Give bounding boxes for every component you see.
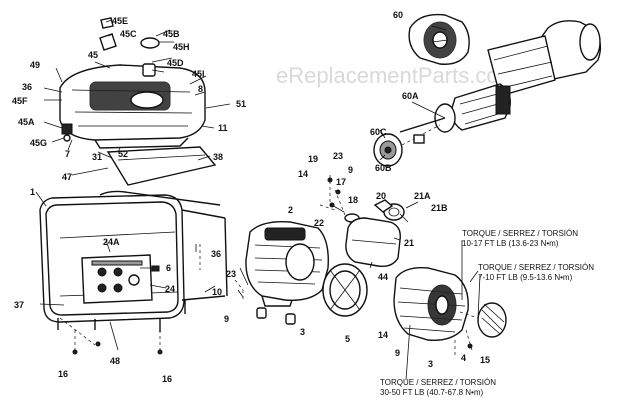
- label-15: 15: [480, 355, 490, 365]
- label-45e: 45E: [112, 16, 128, 26]
- torque-note-1-line1: TORQUE / SERREZ / TORSIÓN: [462, 229, 578, 238]
- label-31: 31: [92, 152, 102, 162]
- label-3: 3: [300, 327, 305, 337]
- label-51: 51: [236, 99, 246, 109]
- torque-note-3-line1: TORQUE / SERREZ / TORSIÓN: [380, 378, 496, 387]
- label-21a: 21A: [414, 191, 431, 201]
- heat-shield: [106, 146, 217, 186]
- torque-note-2: TORQUE / SERREZ / TORSIÓN 7-10 FT LB (9.…: [478, 263, 594, 282]
- torque-note-3: TORQUE / SERREZ / TORSIÓN 30-50 FT LB (4…: [380, 378, 496, 397]
- label-45g: 45G: [30, 138, 47, 148]
- label-17: 17: [336, 177, 346, 187]
- label-38: 38: [213, 152, 223, 162]
- stator: [408, 13, 470, 65]
- label-45c: 45C: [120, 29, 137, 39]
- label-45f: 45F: [12, 96, 28, 106]
- torque-note-2-line1: TORQUE / SERREZ / TORSIÓN: [478, 263, 594, 272]
- label-22: 22: [314, 218, 324, 228]
- alternator: [393, 267, 469, 341]
- label-60: 60: [393, 10, 403, 20]
- rotor-bearing-end: [399, 103, 456, 133]
- label-45: 45: [88, 50, 98, 60]
- label-48: 48: [110, 356, 120, 366]
- label-16b: 16: [162, 374, 172, 384]
- watermark: eReplacementParts.com: [276, 63, 517, 88]
- label-60c: 60C: [370, 127, 387, 137]
- frame-bolts: [59, 244, 201, 352]
- engine-mounts: [234, 279, 296, 325]
- label-45h: 45H: [173, 42, 190, 52]
- frame: [39, 190, 228, 323]
- part-labels: 45E 45C 45B 45H 45 45D 45I 8 49 36 45F 5…: [12, 10, 490, 384]
- fan-housing: [322, 263, 368, 317]
- label-21: 21: [404, 238, 414, 248]
- leader-lines: [35, 19, 481, 381]
- label-44: 44: [378, 272, 388, 282]
- label-24a: 24A: [103, 237, 120, 247]
- rotor-housing: [487, 20, 602, 97]
- label-49: 49: [30, 60, 40, 70]
- frame-feet: [57, 300, 186, 355]
- label-60a: 60A: [402, 91, 419, 101]
- alternator-bolts: [454, 329, 473, 355]
- label-18: 18: [348, 195, 358, 205]
- label-1: 1: [30, 187, 35, 197]
- label-23b: 23: [333, 151, 343, 161]
- label-14b: 14: [378, 330, 388, 340]
- label-52: 52: [118, 149, 128, 159]
- label-36b: 36: [211, 249, 221, 259]
- label-2: 2: [288, 205, 293, 215]
- label-36a: 36: [22, 82, 32, 92]
- label-60b: 60B: [375, 163, 392, 173]
- engine: [245, 221, 329, 307]
- fuel-gauge-parts: [99, 17, 160, 77]
- label-47: 47: [62, 172, 72, 182]
- label-45i: 45I: [192, 69, 205, 79]
- label-6: 6: [166, 263, 171, 273]
- label-45b: 45B: [163, 29, 180, 39]
- label-7: 7: [65, 149, 70, 159]
- label-45d: 45D: [167, 58, 184, 68]
- torque-note-2-line2: 7-10 FT LB (9.5-13.6 N•m): [478, 273, 573, 282]
- label-9c: 9: [395, 348, 400, 358]
- label-5: 5: [345, 334, 350, 344]
- brush-holder: [373, 124, 441, 167]
- label-8: 8: [198, 84, 203, 94]
- end-cover: [459, 302, 507, 338]
- label-10: 10: [212, 287, 222, 297]
- label-45a: 45A: [18, 117, 35, 127]
- fuel-shutoff-valve: [61, 123, 73, 142]
- torque-note-1-line2: 10-17 FT LB (13.6-23 N•m): [462, 239, 559, 248]
- label-20: 20: [376, 191, 386, 201]
- torque-note-3-line2: 30-50 FT LB (40.7-67.8 N•m): [380, 388, 483, 397]
- control-panel: [81, 254, 153, 304]
- label-24: 24: [165, 284, 175, 294]
- label-37: 37: [14, 300, 24, 310]
- label-3b: 3: [428, 359, 433, 369]
- label-21b: 21B: [431, 203, 448, 213]
- rotor: [451, 83, 511, 131]
- label-9a: 9: [224, 314, 229, 324]
- label-11: 11: [218, 123, 228, 133]
- torque-note-1: TORQUE / SERREZ / TORSIÓN 10-17 FT LB (1…: [462, 229, 578, 248]
- label-19: 19: [308, 154, 318, 164]
- label-4: 4: [461, 353, 466, 363]
- air-filter: [345, 199, 405, 268]
- label-9b: 9: [348, 165, 353, 175]
- fuel-tank: [59, 64, 206, 149]
- label-16a: 16: [58, 369, 68, 379]
- label-14a: 14: [298, 169, 308, 179]
- label-23a: 23: [226, 269, 236, 279]
